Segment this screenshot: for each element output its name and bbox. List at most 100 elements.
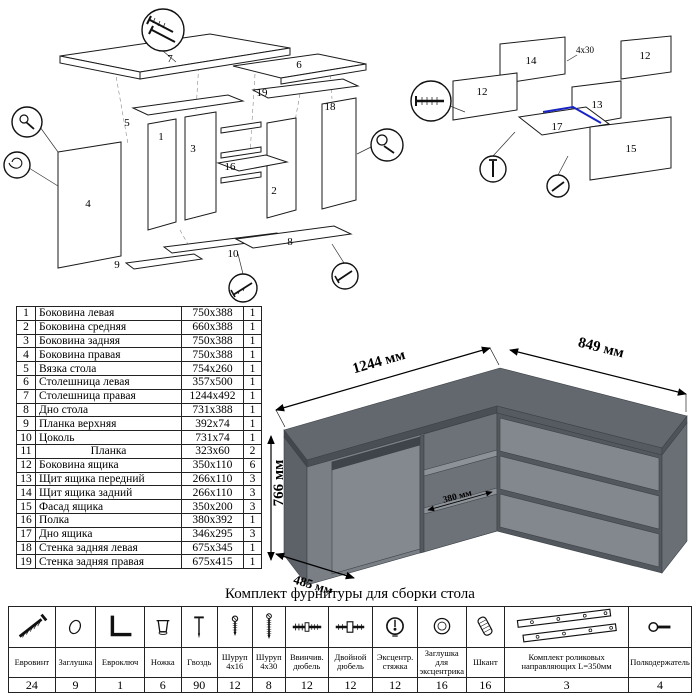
panel-7-edge2 bbox=[139, 47, 291, 80]
dimension-height-label: 766 мм bbox=[271, 460, 287, 507]
wood-dowel-icon bbox=[477, 616, 493, 636]
exploded-drawer-diagram: 14 12 12 13 17 15 4x30 bbox=[410, 35, 672, 198]
part-label-12r: 12 bbox=[640, 50, 651, 62]
hardware-qty: 12 bbox=[285, 676, 329, 693]
part-label-16: 16 bbox=[225, 161, 237, 173]
panel-15 bbox=[589, 116, 672, 181]
part-size: 731x74 bbox=[181, 430, 244, 445]
dimension-depth-label: 849 мм bbox=[576, 335, 625, 362]
part-size: 754x260 bbox=[181, 361, 244, 376]
part-qty: 1 bbox=[243, 540, 262, 556]
part-qty: 3 bbox=[243, 471, 262, 487]
hardware-name: Комплект роликовых направляющих L=350мм bbox=[504, 647, 629, 678]
part-number: 16 bbox=[16, 512, 36, 528]
desk-panels bbox=[57, 33, 367, 270]
part-name: Боковина левая bbox=[35, 306, 182, 321]
part-name: Планка bbox=[35, 443, 182, 459]
part-size: 323x60 bbox=[181, 443, 244, 459]
part-name: Боковина правая bbox=[35, 347, 182, 363]
assembled-desk-view: 1244 мм 849 мм 766 мм 380 мм 485 мм bbox=[267, 335, 688, 593]
part-name: Стенка задняя левая bbox=[35, 540, 182, 556]
panel-16 bbox=[216, 154, 289, 172]
part-qty: 1 bbox=[243, 512, 262, 528]
part-qty: 3 bbox=[243, 485, 262, 501]
width-arrow bbox=[275, 346, 491, 412]
hardware-qty: 6 bbox=[143, 676, 182, 693]
part-qty: 1 bbox=[243, 388, 262, 404]
part-name: Фасад ящика bbox=[35, 499, 182, 514]
part-size: 350x200 bbox=[181, 499, 244, 514]
part-number: 17 bbox=[16, 526, 36, 542]
desk-body bbox=[283, 367, 688, 586]
part-number: 3 bbox=[16, 333, 36, 349]
part-name: Полка bbox=[35, 512, 182, 528]
part-number: 10 bbox=[16, 430, 36, 445]
screw-icon bbox=[146, 15, 174, 33]
part-name: Дно стола bbox=[35, 402, 182, 418]
part-label-10: 10 bbox=[228, 248, 240, 260]
part-size: 350x110 bbox=[181, 457, 244, 473]
part-number: 4 bbox=[16, 347, 36, 363]
hardware-qty: 24 bbox=[8, 676, 56, 693]
part-qty: 1 bbox=[243, 416, 262, 432]
hardware-qty: 16 bbox=[465, 676, 506, 693]
part-size: 750x388 bbox=[181, 333, 244, 349]
part-label-17: 17 bbox=[552, 121, 564, 133]
double-dowel-icon bbox=[336, 621, 365, 633]
left-depth-arrow bbox=[275, 552, 355, 580]
hardware-name: Евроключ bbox=[95, 647, 145, 678]
exploded-desk-diagram: 7 6 19 18 5 1 3 16 2 4 10 8 9 bbox=[3, 8, 404, 303]
callout-leaders bbox=[449, 105, 569, 176]
part-number: 5 bbox=[16, 361, 36, 376]
part-number: 12 bbox=[16, 457, 36, 473]
hook-icon bbox=[8, 157, 23, 169]
hardware-names-row: Евровинт Заглушка Евроключ Ножка Гвоздь … bbox=[8, 647, 693, 678]
part-label-1: 1 bbox=[158, 131, 164, 143]
part-qty: 1 bbox=[243, 333, 262, 349]
part-size: 357x500 bbox=[181, 374, 244, 390]
screw-icon bbox=[265, 613, 272, 639]
long-screw-icon bbox=[230, 282, 253, 298]
callout-leaders bbox=[28, 50, 372, 275]
fastener-glyphs bbox=[415, 96, 565, 192]
shelf-opening bbox=[423, 412, 498, 553]
part-label-9: 9 bbox=[114, 259, 120, 271]
panel-14 bbox=[499, 36, 566, 85]
hardware-kit-section: Комплект фурнитуры для сборки стола bbox=[8, 586, 693, 693]
hardware-name: Двойной дюбель bbox=[327, 647, 374, 678]
euroscrew-icon bbox=[415, 96, 444, 106]
part-label-3: 3 bbox=[190, 143, 196, 155]
cap-icon bbox=[69, 619, 82, 635]
panel-6-edge bbox=[280, 63, 367, 85]
part-number: 2 bbox=[16, 319, 36, 335]
part-number: 19 bbox=[16, 554, 36, 570]
panel-18 bbox=[321, 97, 357, 210]
part-size: 392x74 bbox=[181, 416, 244, 432]
panel-4 bbox=[57, 141, 122, 269]
part-qty: 1 bbox=[243, 554, 262, 570]
hardware-name: Заглушка bbox=[54, 647, 97, 678]
middle-divider bbox=[419, 434, 425, 554]
hardware-qty: 90 bbox=[180, 676, 219, 693]
dowel-screw-icon bbox=[292, 622, 322, 632]
hardware-name: Гвоздь bbox=[180, 647, 219, 678]
groove-highlight bbox=[542, 105, 602, 124]
panel-3 bbox=[184, 111, 217, 221]
drawer-slide bbox=[220, 171, 262, 184]
hardware-kit-title: Комплект фурнитуры для сборки стола bbox=[225, 586, 475, 602]
part-number-labels: 14 12 12 13 17 15 4x30 bbox=[477, 45, 651, 155]
part-label-2: 2 bbox=[271, 185, 277, 197]
part-name: Боковина ящика bbox=[35, 457, 182, 473]
part-number: 8 bbox=[16, 402, 36, 418]
part-size: 266x110 bbox=[181, 471, 244, 487]
part-qty: 3 bbox=[243, 526, 262, 542]
part-name: Стенка задняя правая bbox=[35, 554, 182, 570]
shelf-pin-icon bbox=[648, 621, 671, 633]
part-qty: 2 bbox=[243, 443, 262, 459]
